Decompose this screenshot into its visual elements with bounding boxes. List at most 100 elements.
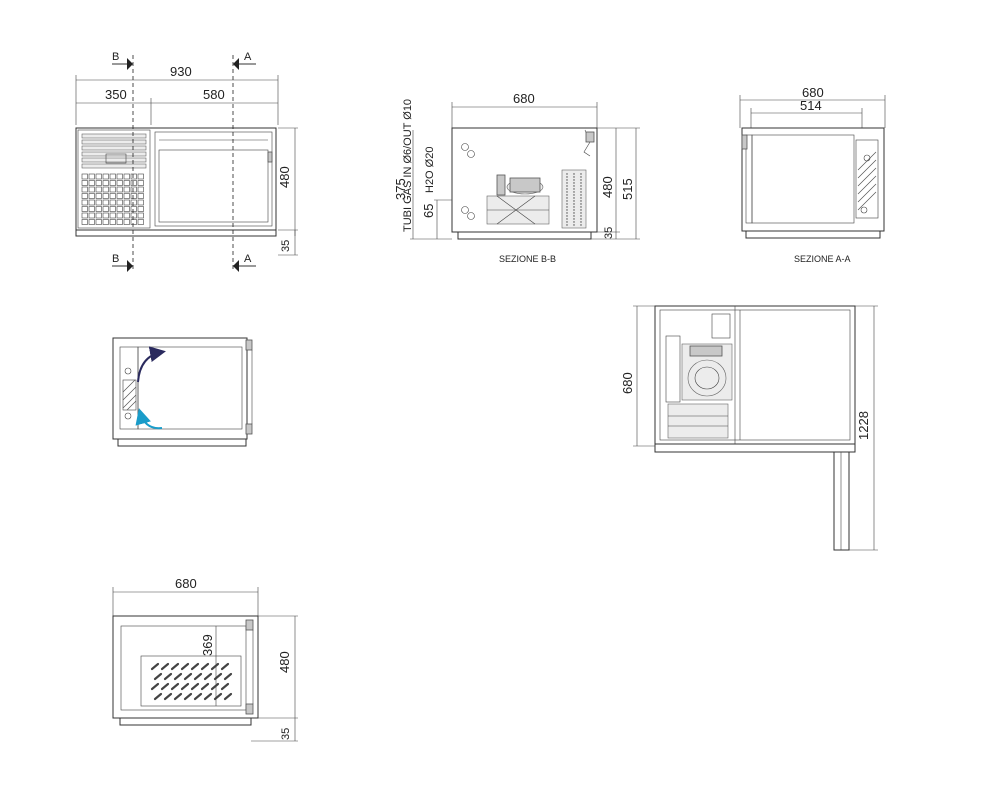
drawer-slot <box>153 672 163 681</box>
vent-cell <box>137 219 144 225</box>
condenser-dot <box>573 206 575 208</box>
section-aa: 680 514 SEZIONE A-A <box>739 85 886 264</box>
vent-cell <box>81 193 88 199</box>
condenser-dot <box>580 197 582 199</box>
vent-cell <box>130 199 137 206</box>
vent-cell <box>137 199 144 206</box>
drawer-680-label: 680 <box>175 576 197 591</box>
condenser-dot <box>566 191 568 193</box>
aa-evaporator <box>855 139 879 219</box>
drawer-480-label: 480 <box>277 651 292 673</box>
condenser-dot <box>573 212 575 214</box>
condenser-dot <box>566 224 568 226</box>
dim-drawer-680: 680 <box>112 576 259 616</box>
dim-aa: 680 514 <box>739 85 886 128</box>
front-view: 930 350 580 <box>75 51 298 272</box>
control-panel <box>77 129 151 229</box>
condenser-dot <box>580 224 582 226</box>
vent-cell <box>109 173 116 180</box>
vent-cell <box>116 212 123 219</box>
drawer-slot <box>193 672 203 681</box>
compressor <box>486 174 550 225</box>
condenser-dot <box>566 197 568 199</box>
vent-cell <box>130 219 137 225</box>
vent-cell <box>137 180 144 186</box>
section-b-bottom-label: B <box>112 253 119 265</box>
condenser-dot <box>566 200 568 202</box>
condenser-dot <box>566 173 568 175</box>
bb-caption: SEZIONE B-B <box>499 254 556 264</box>
drawer-slot <box>220 682 230 691</box>
vent-cell <box>109 206 116 212</box>
vent-cell <box>81 206 88 212</box>
vent-cell <box>88 219 95 225</box>
condenser-dot <box>580 176 582 178</box>
vent-cell <box>137 193 144 199</box>
vent-cell <box>123 193 130 199</box>
vent-grid <box>81 173 144 225</box>
vent-cell <box>81 212 88 219</box>
vent-cell <box>102 206 109 212</box>
condenser-dot <box>580 185 582 187</box>
drawer-slot <box>203 692 213 701</box>
drawer-slots <box>150 662 233 701</box>
section-bb: 680 480 <box>393 91 640 264</box>
vent-cell <box>123 180 130 186</box>
drawer-slot <box>210 662 220 671</box>
dim-plan: 680 1228 <box>620 305 878 551</box>
condenser-dot <box>580 188 582 190</box>
drawer-slot <box>150 662 160 671</box>
drawer-slot <box>163 672 173 681</box>
vent-cell <box>102 186 109 193</box>
condenser-dot <box>580 200 582 202</box>
drawer-slot <box>150 682 160 691</box>
vent-cell <box>109 199 116 206</box>
vent-cell <box>130 186 137 193</box>
vent-cell <box>137 206 144 212</box>
condenser-dot <box>566 179 568 181</box>
vent-cell <box>81 219 88 225</box>
condenser-dot <box>573 224 575 226</box>
drawer-slot <box>200 682 210 691</box>
bb-35-label: 35 <box>603 227 615 239</box>
airflow-out-arrow <box>137 346 166 383</box>
drawer-slot <box>173 672 183 681</box>
vent-cell <box>123 173 130 180</box>
drawer-slot <box>183 672 193 681</box>
vent-cell <box>88 212 95 219</box>
vent-cell <box>109 212 116 219</box>
handle <box>267 151 273 163</box>
vent-cell <box>109 186 116 193</box>
vent-cell <box>130 212 137 219</box>
drawer-slot <box>163 692 173 701</box>
bb-water-label: H2O Ø20 <box>424 147 436 193</box>
aa-514-label: 514 <box>800 98 822 113</box>
vent-cell <box>95 180 102 186</box>
airflow-in-arrow <box>135 408 163 430</box>
aa-caption: SEZIONE A-A <box>794 254 851 264</box>
condenser-dot <box>573 194 575 196</box>
condenser-dot <box>573 188 575 190</box>
vent-cell <box>95 193 102 199</box>
condenser-dot <box>580 182 582 184</box>
dim-bb-680: 680 <box>451 91 598 128</box>
drawer-slot <box>183 692 193 701</box>
condenser-dot <box>573 182 575 184</box>
vent-cell <box>102 212 109 219</box>
plan-view: 680 1228 <box>620 305 878 551</box>
condenser-dot <box>573 215 575 217</box>
condenser-dot <box>573 191 575 193</box>
condenser-dot <box>566 203 568 205</box>
condenser-dot <box>573 185 575 187</box>
condenser-dot <box>573 209 575 211</box>
vent-cell <box>81 180 88 186</box>
condenser-dot <box>573 173 575 175</box>
condenser-dot <box>566 215 568 217</box>
vent-cell <box>81 173 88 180</box>
vent-cell <box>123 212 130 219</box>
vent-cell <box>102 173 109 180</box>
condenser-dot <box>580 179 582 181</box>
dim-bb-right: 480 515 35 <box>591 127 640 240</box>
condenser-dot <box>566 185 568 187</box>
drawer-slot <box>190 662 200 671</box>
